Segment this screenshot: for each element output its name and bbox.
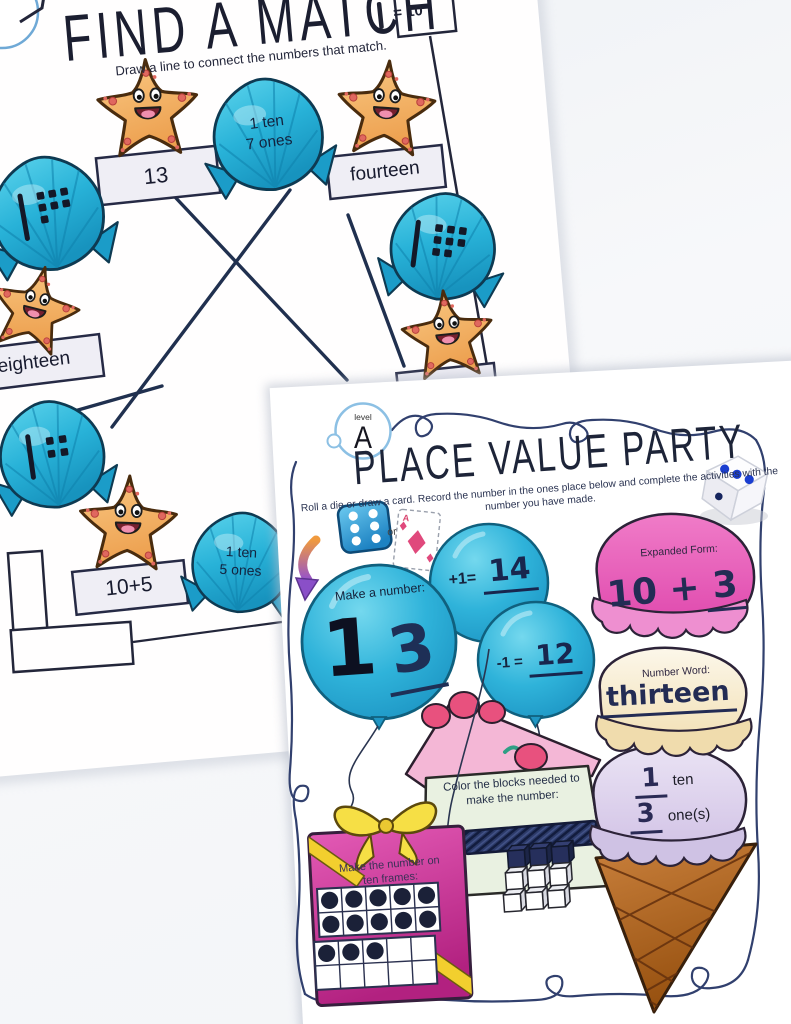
card-rank: A <box>402 512 410 524</box>
expanded-printed: 10 + <box>605 567 702 616</box>
scoop-pink-frill <box>591 596 749 639</box>
level-caption: level <box>354 412 372 422</box>
shell-label-line: 5 ones <box>219 560 262 580</box>
page-border-decor <box>0 0 493 674</box>
make-number-answer: 1 3 <box>319 597 449 698</box>
scoop-lavender-frill <box>589 824 747 867</box>
ten-frame-2 <box>313 934 439 991</box>
gift-box <box>307 801 474 1008</box>
level-badge <box>334 402 392 460</box>
minus-one-label: -1 = <box>496 653 524 672</box>
level-value: A <box>353 420 373 455</box>
plus-one-equation: +1= 14 <box>447 550 540 598</box>
level-badge-loop <box>326 433 342 449</box>
ones-answer: 3 <box>628 797 663 835</box>
shell-label-line: 1 ten <box>225 543 258 561</box>
tens-word: ten <box>672 770 694 790</box>
ones-digit: 3 <box>376 607 449 698</box>
place-value-party-worksheet <box>265 354 791 1024</box>
plus-one-answer: 14 <box>480 550 540 595</box>
ten-frame-1 <box>316 881 442 938</box>
minus-one-equation: -1 = 12 <box>495 636 583 680</box>
tens-line: 1 ten <box>633 761 695 800</box>
ice-cream-cone <box>589 512 758 1014</box>
box-eighteen <box>0 332 106 394</box>
tally-key-label: = 10 <box>392 1 424 23</box>
tens-digit: 1 <box>319 601 380 696</box>
minus-one-answer: 12 <box>527 636 583 678</box>
unit-cubes <box>502 839 576 913</box>
balloon-make-number <box>300 563 458 731</box>
ones-word: one(s) <box>667 805 711 825</box>
shell-label-1ten7ones: 1 ten 7 ones <box>242 110 293 156</box>
or-label: or <box>386 525 398 539</box>
shell-tally-17 <box>0 144 126 285</box>
shell-label-1ten5ones: 1 ten 5 ones <box>219 542 263 581</box>
arrow-icon <box>294 535 321 602</box>
playing-card-icon <box>392 508 442 572</box>
shell-tally-18 <box>372 184 514 311</box>
scoop-cream-frill <box>595 714 753 757</box>
die-photo <box>700 455 770 525</box>
card-label-10plus5: 10+5 <box>104 572 154 601</box>
plus-one-label: +1= <box>447 569 477 589</box>
balloon-minus-one <box>476 600 596 729</box>
label-boxes <box>0 143 499 617</box>
expanded-answer: 3 <box>703 563 747 613</box>
ones-line: 3 one(s) <box>628 795 711 835</box>
number-word-answer: thirteen <box>598 675 738 719</box>
shell-tally-14 <box>0 391 124 520</box>
die-drawing-icon <box>336 500 393 554</box>
key-stick-icon <box>376 2 384 29</box>
tens-answer: 1 <box>633 762 668 800</box>
card-label-13: 13 <box>142 161 170 190</box>
